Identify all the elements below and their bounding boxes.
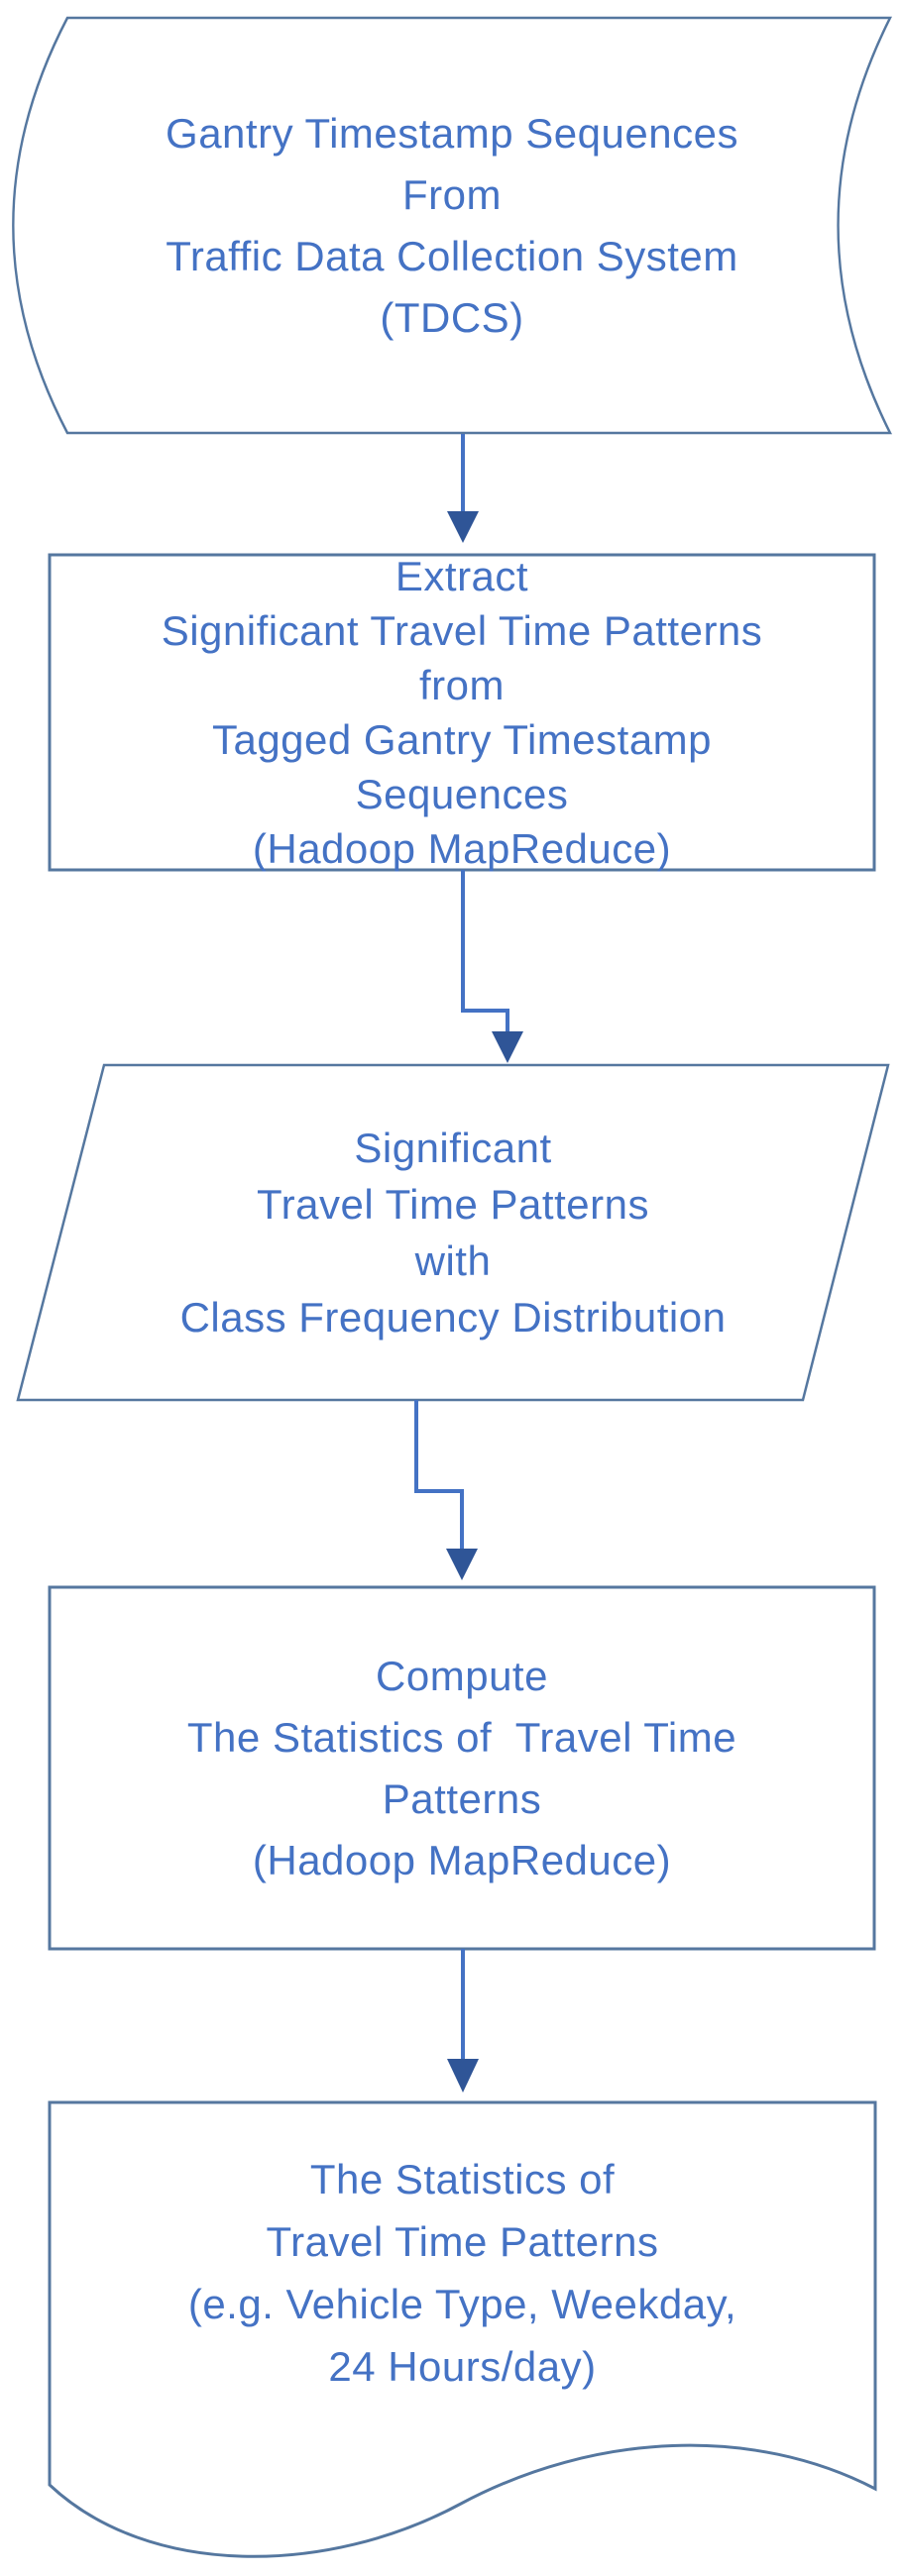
- node-output-document: The Statistics of Travel Time Patterns (…: [50, 2102, 875, 2443]
- node-text-line: (e.g. Vehicle Type, Weekday,: [187, 2281, 737, 2327]
- node-text-line: Patterns: [382, 1774, 542, 1822]
- node-text-line: From: [402, 170, 502, 218]
- patterns-parallelogram-outline: [16, 1063, 890, 1402]
- connector-extract-patterns-arrowhead: [492, 1031, 523, 1063]
- node-text-line: Gantry Timestamp Sequences: [166, 109, 738, 157]
- node-extract-process: Extract Significant Travel Time Patterns…: [50, 553, 874, 872]
- connector-extract-patterns-line: [461, 870, 509, 1035]
- extract-process-outline: [48, 553, 876, 872]
- node-text-line: Significant Travel Time Patterns: [161, 607, 763, 654]
- node-text-line: Extract: [395, 553, 529, 599]
- node-compute-process: Compute The Statistics of Travel Time Pa…: [50, 1587, 874, 1949]
- node-text-line: (Hadoop MapReduce): [252, 825, 672, 872]
- node-text-line: The Statistics of: [309, 2156, 616, 2202]
- node-text-line: Class Frequency Distribution: [179, 1294, 727, 1341]
- compute-process-outline: [48, 1585, 876, 1951]
- node-text-line: Tagged Gantry Timestamp: [211, 716, 713, 763]
- node-patterns-data: Significant Travel Time Patterns with Cl…: [18, 1065, 888, 1400]
- node-text-line: from: [419, 662, 505, 708]
- connector-source-extract-arrowhead: [447, 511, 479, 543]
- node-text-line: (TDCS): [380, 293, 524, 341]
- node-text-line: with: [414, 1237, 492, 1284]
- node-text-line: (Hadoop MapReduce): [252, 1836, 672, 1883]
- node-text-line: Travel Time Patterns: [266, 2218, 659, 2265]
- connector-patterns-compute-line: [414, 1400, 464, 1553]
- node-text-line: Traffic Data Collection System: [166, 232, 738, 279]
- connector-patterns-compute-arrowhead: [446, 1549, 478, 1580]
- stored-data-shape-outline: [12, 16, 893, 435]
- node-text-line: Compute: [376, 1652, 548, 1699]
- node-text-line: Travel Time Patterns: [257, 1181, 649, 1228]
- output-document-outline: [48, 2100, 877, 2558]
- node-source-stored-data: Gantry Timestamp Sequences From Traffic …: [14, 18, 890, 433]
- node-text-line: Sequences: [355, 771, 569, 817]
- node-text-line: The Statistics of Travel Time: [186, 1713, 737, 1761]
- node-text-line: Significant: [354, 1125, 552, 1171]
- connector-compute-output-arrowhead: [447, 2059, 479, 2093]
- node-text-line: 24 Hours/day): [328, 2343, 597, 2390]
